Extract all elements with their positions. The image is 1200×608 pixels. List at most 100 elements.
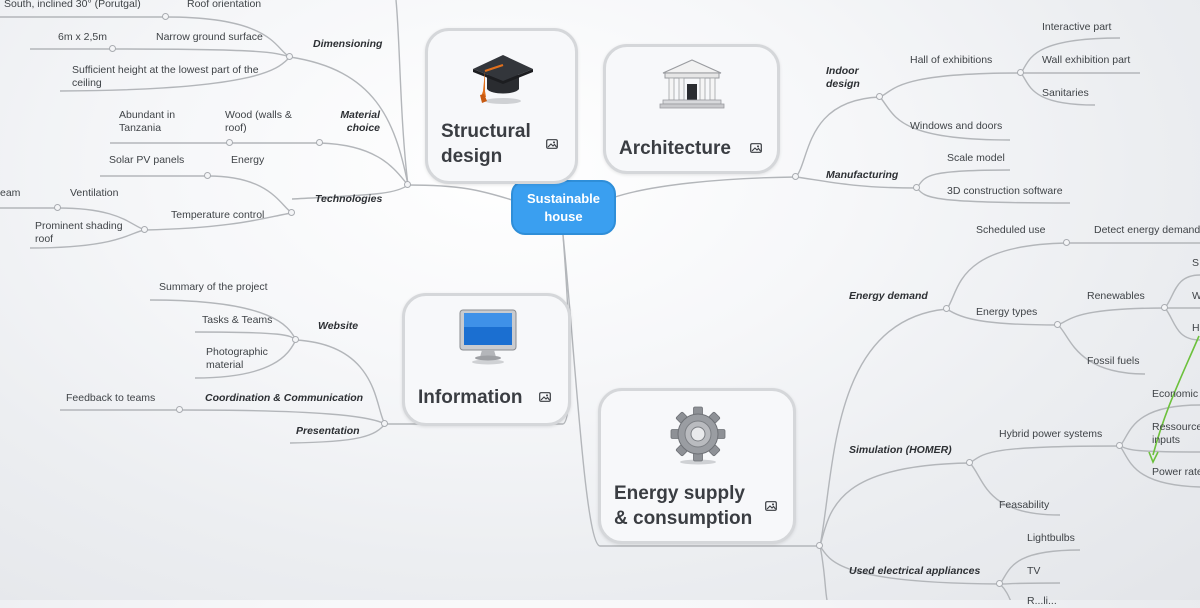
energy-supply-title: Energy supply & consumption <box>614 483 753 529</box>
hall-exhibitions-topic[interactable]: Hall of exhibitions <box>910 54 993 66</box>
junction-dot[interactable] <box>141 226 148 233</box>
ceiling-height-topic[interactable]: Sufficient height at the lowest part of … <box>72 64 259 89</box>
tasks-teams-topic[interactable]: Tasks & Teams <box>202 314 273 326</box>
architecture-card[interactable]: Architecture <box>603 44 780 174</box>
detect-demand-topic[interactable]: Detect energy demand <box>1094 224 1200 236</box>
solar-pv-topic[interactable]: Solar PV panels <box>109 154 185 166</box>
hybrid-power-topic[interactable]: Hybrid power systems <box>999 428 1103 440</box>
simulation-homer-topic[interactable]: Simulation (HOMER) <box>849 444 952 456</box>
image-attachment-icon[interactable] <box>765 501 777 511</box>
photographic-material-topic[interactable]: Photographic material <box>206 346 268 371</box>
classical-building-icon <box>659 59 725 109</box>
narrow-ground-topic[interactable]: Narrow ground surface <box>156 31 263 43</box>
junction-dot[interactable] <box>109 45 116 52</box>
appliance-cut-topic[interactable]: R...li... <box>1027 595 1057 607</box>
feedback-teams-topic[interactable]: Feedback to teams <box>66 392 156 404</box>
junction-dot[interactable] <box>292 336 299 343</box>
roof-orientation-value[interactable]: South, inclined 30° (Porutgal) <box>4 0 141 10</box>
information-card[interactable]: Information <box>402 293 571 426</box>
feasability-topic[interactable]: Feasability <box>999 499 1050 511</box>
architecture-title: Architecture <box>619 138 731 159</box>
gear-icon <box>670 406 726 465</box>
energy-tech-topic[interactable]: Energy <box>231 154 265 166</box>
website-topic[interactable]: Website <box>318 320 359 332</box>
junction-dot[interactable] <box>792 173 799 180</box>
economic-topic[interactable]: Economic <box>1152 388 1199 400</box>
link-center-architecture <box>611 176 797 199</box>
junction-dot[interactable] <box>286 53 293 60</box>
shading-roof-topic[interactable]: Prominent shading roof <box>35 220 123 245</box>
junction-dot[interactable] <box>1063 239 1070 246</box>
abundant-tanzania-topic[interactable]: Abundant in Tanzania <box>119 109 176 134</box>
image-attachment-icon[interactable] <box>750 143 762 153</box>
junction-dot[interactable] <box>404 181 411 188</box>
structural-design-card[interactable]: Structural design <box>425 28 578 184</box>
junction-dot[interactable] <box>162 13 169 20</box>
electrical-appliances-topic[interactable]: Used electrical appliances <box>849 565 981 577</box>
renewable-item-3[interactable]: H <box>1192 322 1200 334</box>
wall-exhibition-topic[interactable]: Wall exhibition part <box>1042 54 1131 66</box>
information-title: Information <box>418 387 523 408</box>
resource-inputs-topic[interactable]: Ressource inputs <box>1152 421 1200 446</box>
junction-dot[interactable] <box>1116 442 1123 449</box>
graduation-cap-icon <box>473 55 533 104</box>
junction-dot[interactable] <box>204 172 211 179</box>
wood-topic[interactable]: Wood (walls & roof) <box>225 109 292 134</box>
energy-types-topic[interactable]: Energy types <box>976 306 1038 318</box>
temperature-control-topic[interactable]: Temperature control <box>171 209 265 221</box>
junction-dot[interactable] <box>316 139 323 146</box>
junction-dot[interactable] <box>288 209 295 216</box>
technologies-topic[interactable]: Technologies <box>315 193 383 205</box>
coordination-topic[interactable]: Coordination & Communication <box>205 392 364 404</box>
interactive-part-topic[interactable]: Interactive part <box>1042 21 1112 33</box>
construction-software-topic[interactable]: 3D construction software <box>947 185 1063 197</box>
steam-topic-cut[interactable]: eam <box>0 187 21 199</box>
renewable-item-2[interactable]: W <box>1192 290 1200 302</box>
renewable-item-1[interactable]: S <box>1192 257 1200 269</box>
manufacturing-topic[interactable]: Manufacturing <box>826 169 899 181</box>
lightbulbs-topic[interactable]: Lightbulbs <box>1027 532 1075 544</box>
image-attachment-icon[interactable] <box>546 139 558 149</box>
link-center-structural <box>407 184 513 201</box>
central-topic-node[interactable]: Sustainable house <box>511 180 616 235</box>
green-relation-arrow <box>1152 335 1200 456</box>
presentation-topic[interactable]: Presentation <box>296 425 360 437</box>
power-rate-topic[interactable]: Power rate <box>1152 466 1200 478</box>
structural-design-title: Structural design <box>441 121 531 167</box>
junction-dot[interactable] <box>966 459 973 466</box>
computer-monitor-icon <box>459 309 517 365</box>
windows-doors-topic[interactable]: Windows and doors <box>910 120 1003 132</box>
junction-dot[interactable] <box>816 542 823 549</box>
junction-dot[interactable] <box>176 406 183 413</box>
junction-dot[interactable] <box>1054 321 1061 328</box>
junction-dot[interactable] <box>1017 69 1024 76</box>
junction-dot[interactable] <box>996 580 1003 587</box>
junction-dot[interactable] <box>226 139 233 146</box>
image-attachment-icon[interactable] <box>539 392 551 402</box>
link-center-energy <box>562 234 601 547</box>
narrow-ground-value[interactable]: 6m x 2,5m <box>58 31 108 43</box>
junction-dot[interactable] <box>54 204 61 211</box>
indoor-design-topic[interactable]: Indoor design <box>826 65 860 90</box>
energy-demand-topic[interactable]: Energy demand <box>849 290 928 302</box>
project-summary-topic[interactable]: Summary of the project <box>159 281 268 293</box>
junction-dot[interactable] <box>943 305 950 312</box>
ventilation-topic[interactable]: Ventilation <box>70 187 119 199</box>
fossil-fuels-topic[interactable]: Fossil fuels <box>1087 355 1140 367</box>
junction-dot[interactable] <box>1161 304 1168 311</box>
scheduled-use-topic[interactable]: Scheduled use <box>976 224 1046 236</box>
roof-orientation-topic[interactable]: Roof orientation <box>187 0 262 10</box>
sanitaries-topic[interactable]: Sanitaries <box>1042 87 1089 99</box>
junction-dot[interactable] <box>913 184 920 191</box>
central-topic-label: Sustainable house <box>527 190 600 224</box>
renewables-topic[interactable]: Renewables <box>1087 290 1145 302</box>
scale-model-topic[interactable]: Scale model <box>947 152 1005 164</box>
tv-topic[interactable]: TV <box>1027 565 1041 577</box>
energy-supply-card[interactable]: Energy supply & consumption <box>598 388 796 544</box>
junction-dot[interactable] <box>381 420 388 427</box>
material-choice-topic[interactable]: Material choice <box>340 109 380 134</box>
dimensioning-topic[interactable]: Dimensioning <box>313 38 383 50</box>
junction-dot[interactable] <box>876 93 883 100</box>
